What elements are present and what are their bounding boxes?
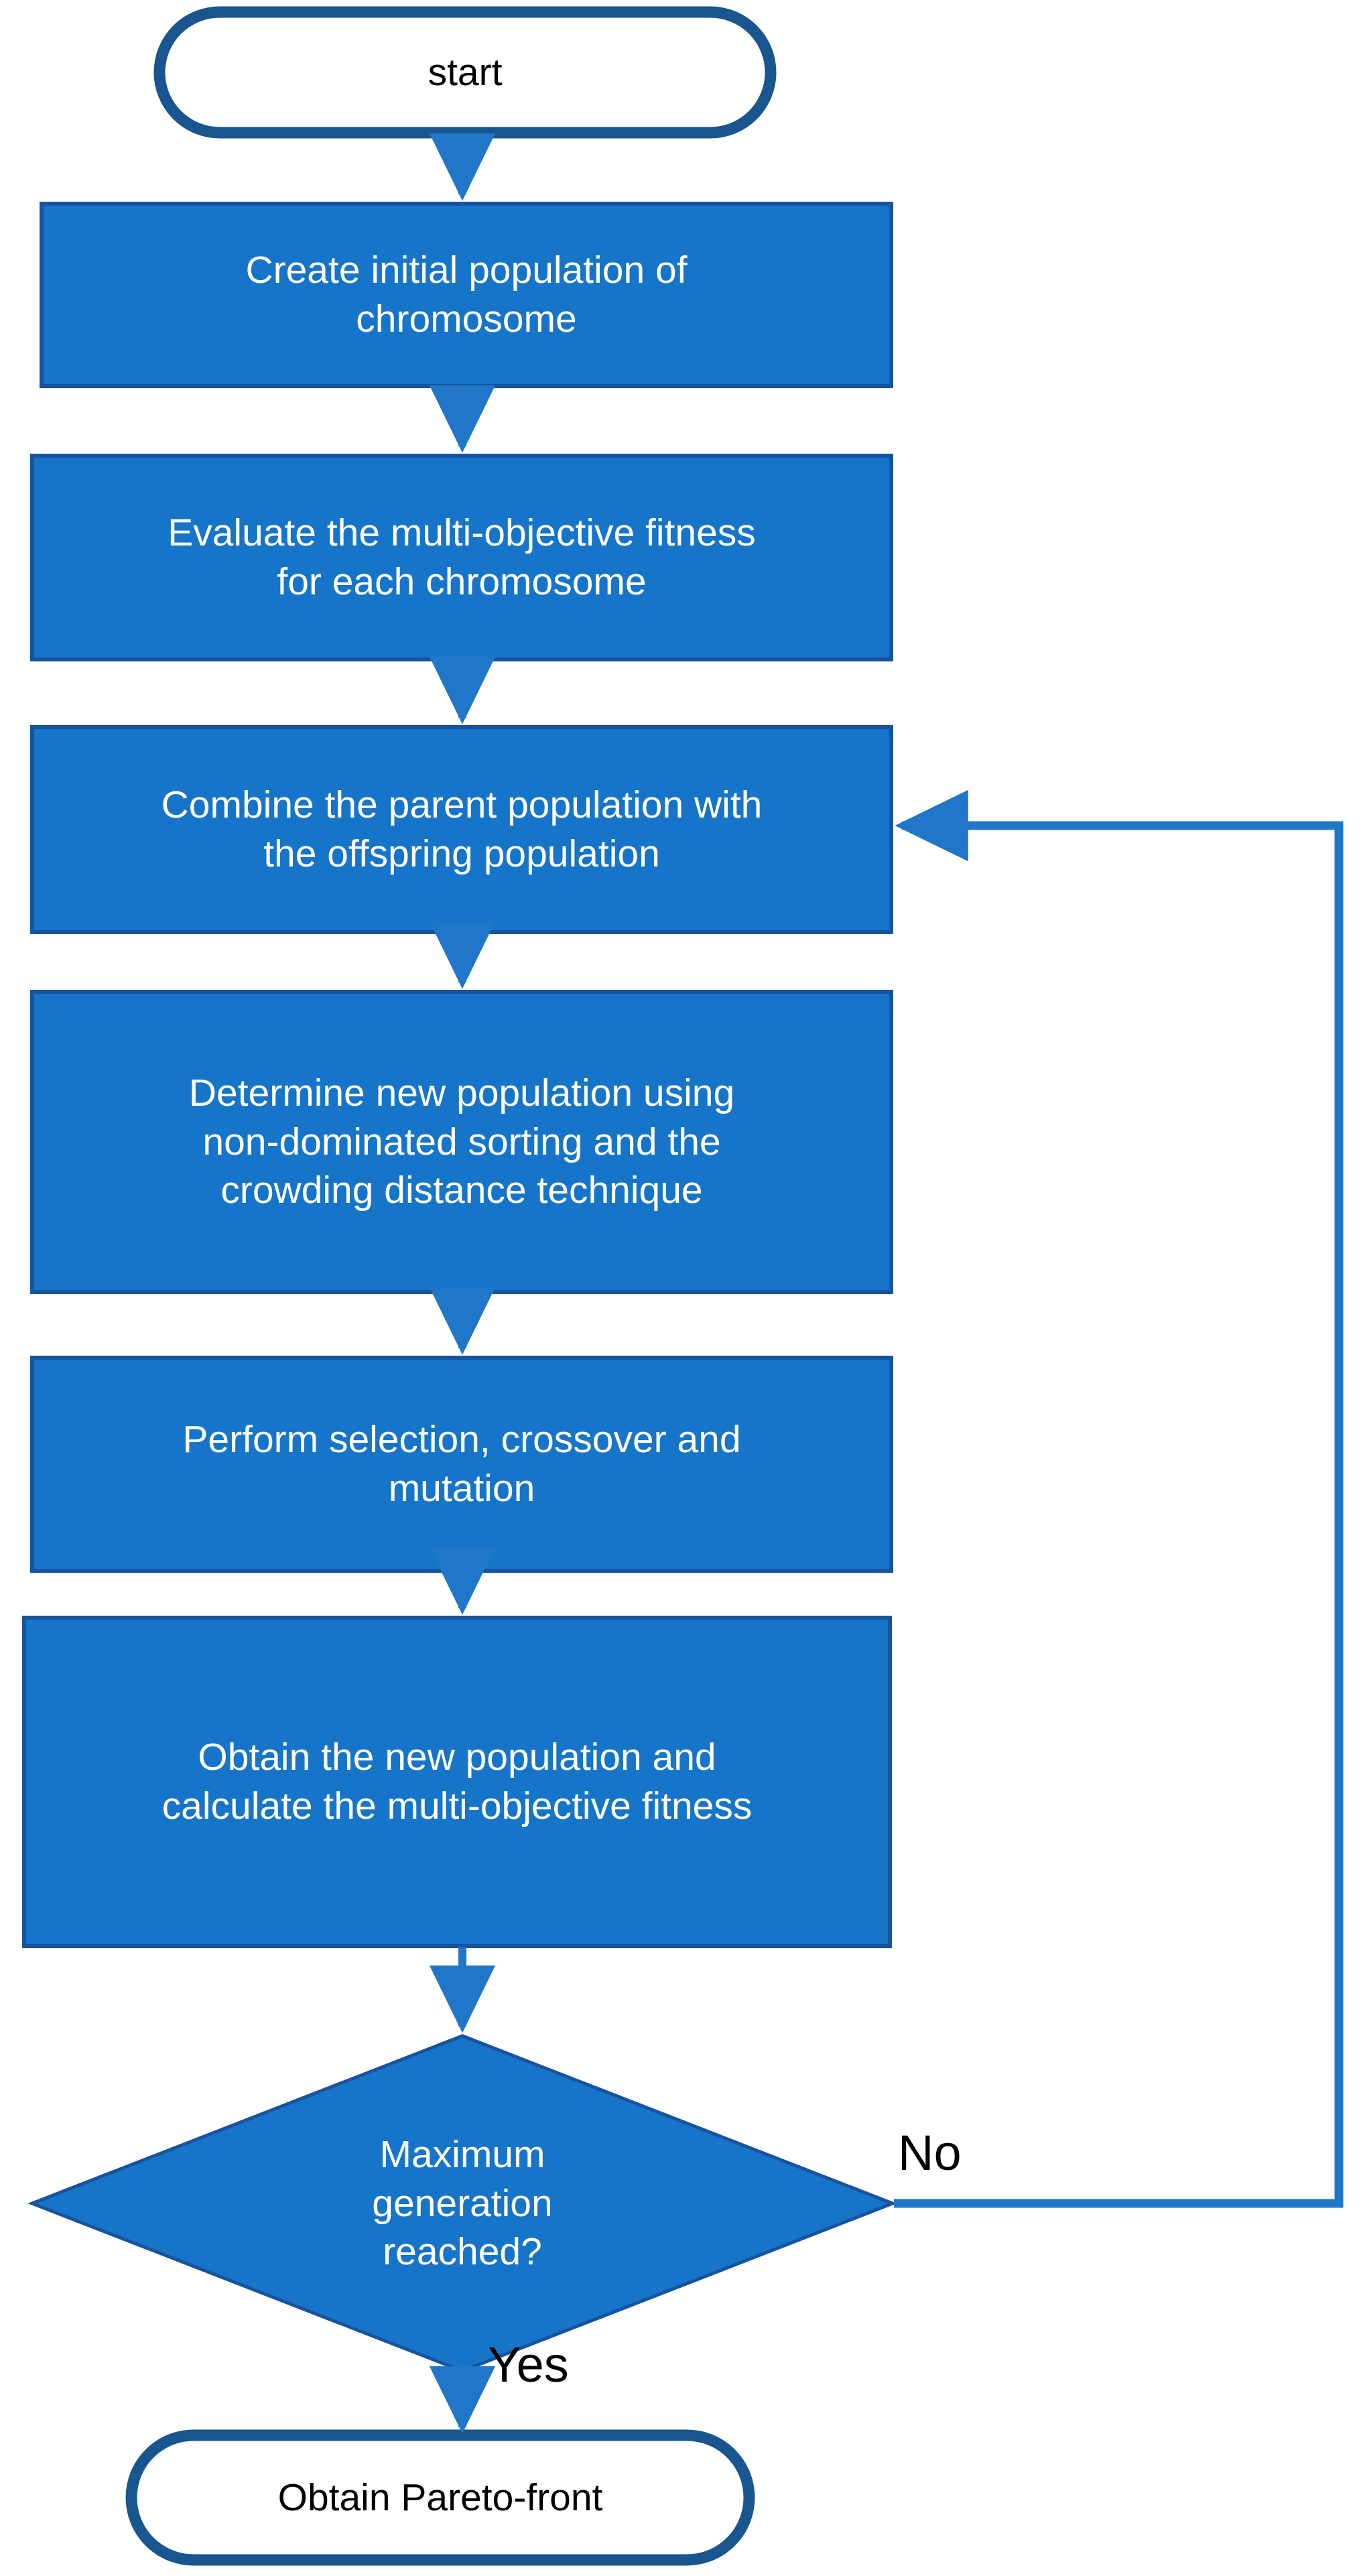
- edge-label-no: No: [898, 2125, 962, 2181]
- edge-label-yes: Yes: [488, 2337, 569, 2392]
- node-combine-populations-shape[interactable]: [30, 725, 893, 934]
- edge-decision-no-feedback: [894, 789, 1344, 2208]
- node-evaluate-fitness-shape[interactable]: [30, 454, 893, 661]
- node-create-initial-population-shape[interactable]: [40, 202, 893, 388]
- node-max-generation-decision-shape[interactable]: [27, 2034, 897, 2373]
- node-selection-crossover-mutation-shape[interactable]: [30, 1356, 893, 1573]
- node-start-shape[interactable]: [153, 6, 777, 139]
- node-determine-new-population-shape[interactable]: [30, 990, 893, 1294]
- node-obtain-pareto-front-shape[interactable]: [125, 2429, 755, 2566]
- node-obtain-new-population-shape[interactable]: [22, 1616, 892, 1948]
